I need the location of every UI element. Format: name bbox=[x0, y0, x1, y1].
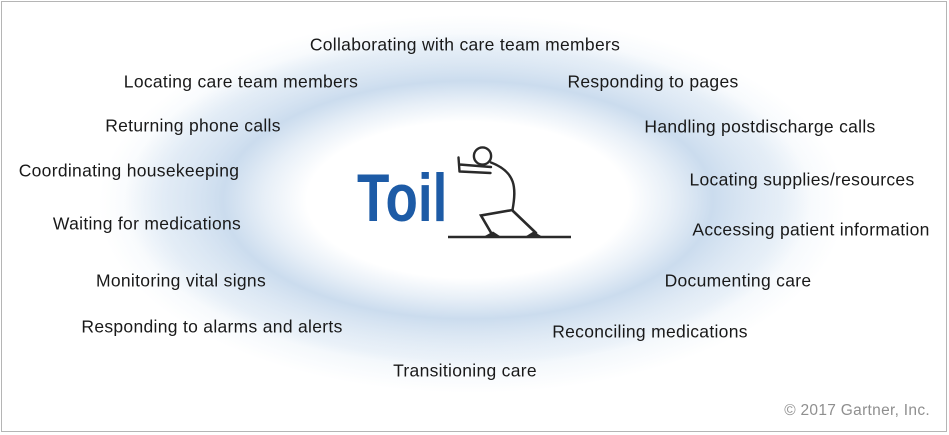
orbit-label-handling-postdischarge-calls: Handling postdischarge calls bbox=[644, 116, 876, 137]
center-title: Toil bbox=[357, 160, 448, 236]
orbit-label-accessing-patient-information: Accessing patient information bbox=[692, 219, 930, 240]
orbit-label-responding-to-pages: Responding to pages bbox=[567, 71, 739, 92]
orbit-label-returning-phone-calls: Returning phone calls bbox=[105, 115, 281, 136]
orbit-label-collaborating-with-care-team: Collaborating with care team members bbox=[309, 34, 621, 55]
orbit-label-transitioning-care: Transitioning care bbox=[393, 360, 537, 381]
pushing-stick-figure-icon bbox=[448, 146, 571, 239]
orbit-label-locating-care-team-members: Locating care team members bbox=[123, 71, 359, 92]
orbit-label-monitoring-vital-signs: Monitoring vital signs bbox=[95, 270, 267, 291]
orbit-label-responding-to-alarms-alerts: Responding to alarms and alerts bbox=[81, 316, 343, 337]
orbit-label-documenting-care: Documenting care bbox=[664, 270, 812, 291]
orbit-label-reconciling-medications: Reconciling medications bbox=[552, 321, 748, 342]
copyright-notice: © 2017 Gartner, Inc. bbox=[784, 402, 930, 419]
orbit-label-locating-supplies-resources: Locating supplies/resources bbox=[689, 169, 915, 190]
orbit-label-waiting-for-medications: Waiting for medications bbox=[52, 213, 242, 234]
orbit-label-coordinating-housekeeping: Coordinating housekeeping bbox=[18, 160, 240, 181]
